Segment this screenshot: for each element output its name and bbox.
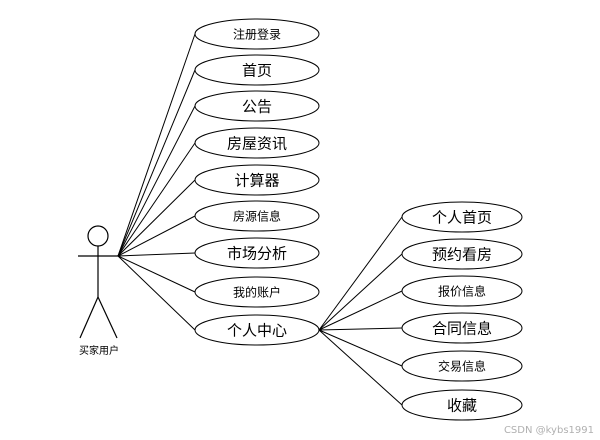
use-case-label-5: 房源信息 [233,208,281,223]
association-line-3 [117,142,196,257]
use-case-label-3: 房屋资讯 [227,134,287,152]
association-line-2 [117,105,196,257]
association-line-7 [117,255,196,293]
use-case-ellipse-7 [194,276,320,308]
sub-use-case-ellipse-4 [401,350,523,382]
sub-use-case-label-1: 预约看房 [432,245,492,263]
association-line-4 [117,179,196,257]
actor-buyer: 买家用户 [78,225,119,357]
use-case-ellipse-6 [194,237,320,269]
sub-use-case-ellipse-2 [401,275,523,307]
association-line-6 [117,252,196,257]
association-lines [117,33,403,406]
actor-head [87,225,109,247]
sub-use-case-ellipse-1 [401,238,523,270]
use-case-ellipse-2 [194,90,320,122]
sub-use-case-ellipse-5 [401,389,523,421]
use-case-label-4: 计算器 [234,171,279,189]
use-case-ellipse-3 [194,127,320,159]
watermark: CSDN @kybs1991 [503,425,594,436]
sub-use-case-label-0: 个人首页 [432,208,492,226]
association-line-0 [117,33,196,257]
use-case-label-0: 注册登录 [233,26,281,41]
association-line-1 [117,69,196,257]
sub-association-line-1 [318,253,403,331]
sub-association-line-0 [318,216,403,331]
sub-association-line-3 [318,327,403,331]
sub-use-case-ellipse-0 [401,201,523,233]
sub-association-line-4 [318,329,403,367]
actor-label: 买家用户 [79,344,119,357]
actor-left-leg [79,296,99,339]
sub-use-case-ellipse-3 [401,312,523,344]
sub-use-case-label-3: 合同信息 [432,319,492,337]
association-line-8 [117,255,196,331]
sub-association-line-2 [318,290,403,331]
use-case-ellipse-1 [194,54,320,86]
use-case-label-8: 个人中心 [227,321,287,339]
association-line-5 [117,215,196,257]
use-case-ellipse-8 [194,314,320,346]
actor-right-leg [97,296,118,339]
use-case-ellipse-0 [194,18,320,50]
use-case-label-2: 公告 [242,97,272,115]
sub-use-case-label-4: 交易信息 [438,358,486,373]
sub-association-line-5 [318,329,403,406]
use-case-label-6: 市场分析 [227,244,287,262]
use-case-ellipse-5 [194,200,320,232]
use-case-label-1: 首页 [242,61,272,79]
use-case-label-7: 我的账户 [233,284,281,299]
sub-use-case-label-2: 报价信息 [438,283,486,298]
use-case-ellipse-4 [194,164,320,196]
sub-use-case-label-5: 收藏 [447,396,477,414]
